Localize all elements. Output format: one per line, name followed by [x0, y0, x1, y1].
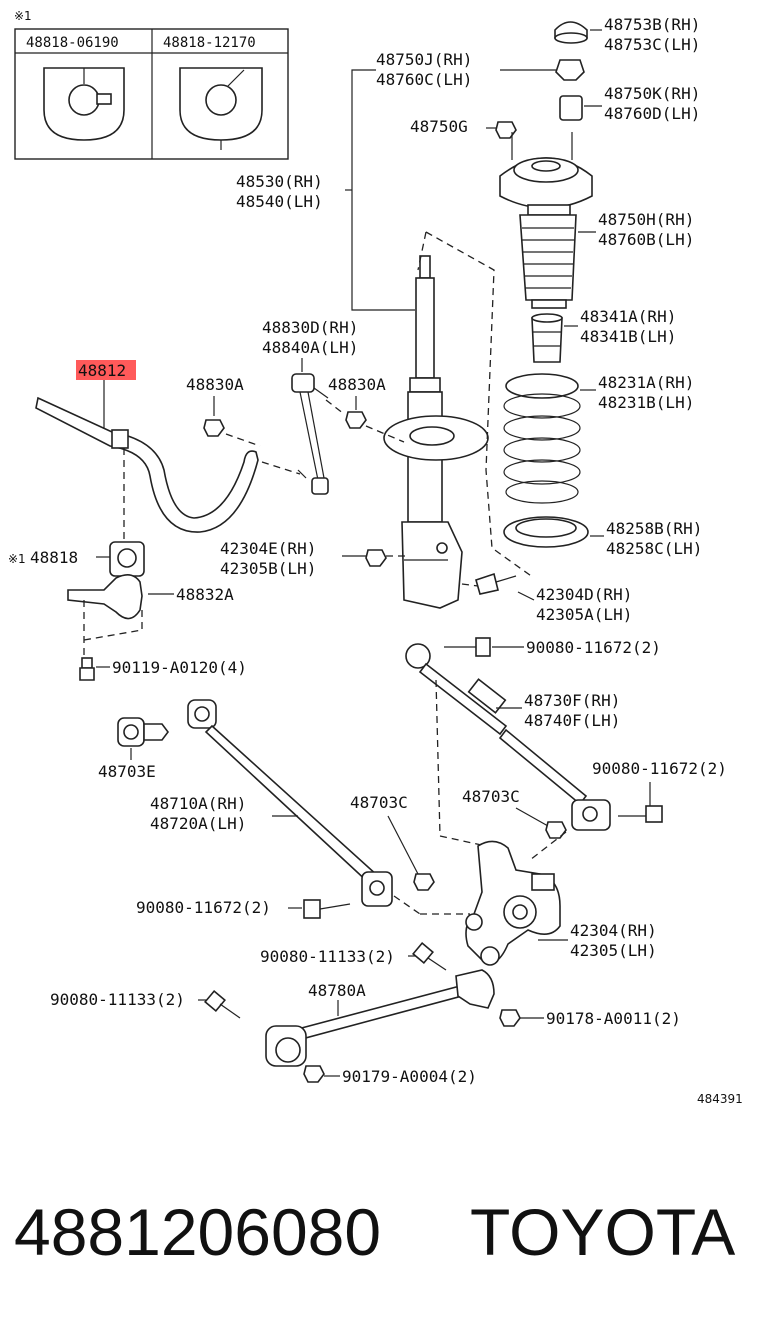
stabilizer-bushing	[109, 541, 145, 577]
dust-boot	[519, 204, 577, 309]
lower-arm-nut	[413, 873, 435, 891]
label-48830a-right: 48830A	[328, 375, 386, 394]
label-48750j: 48750J(RH)	[376, 50, 472, 69]
label-48231a: 48231A(RH)	[598, 373, 694, 392]
bushing-48703e	[117, 717, 169, 747]
upper-bushing	[559, 95, 583, 121]
label-48710a: 48710A(RH)	[150, 794, 246, 813]
label-48760c: 48760C(LH)	[376, 70, 472, 89]
label-48341b: 48341B(LH)	[580, 327, 676, 346]
shock-absorber	[383, 255, 489, 609]
label-42304d: 42304D(RH)	[536, 585, 632, 604]
label-42304e: 42304E(RH)	[220, 539, 316, 558]
footer-part-number: 4881206080	[14, 1195, 381, 1269]
toe-arm-nut	[545, 821, 567, 839]
inset-note-mark: ※1	[14, 9, 32, 23]
label-48720a: 48720A(LH)	[150, 814, 246, 833]
spring-insulator	[503, 516, 589, 548]
label-48753b: 48753B(RH)	[604, 15, 700, 34]
diagram-id: 484391	[697, 1092, 743, 1106]
label-42305b: 42305B(LH)	[220, 559, 316, 578]
bracket-bolt	[79, 657, 95, 681]
link-nut-left	[203, 419, 225, 437]
bushing-bracket	[67, 574, 143, 620]
bushing-variant-1	[43, 67, 125, 141]
label-90080-11672-a: 90080-11672(2)	[526, 638, 661, 657]
inset-part-1: 48818-06190	[26, 35, 119, 51]
strut-bolt-lower	[475, 572, 517, 595]
knuckle-bolt	[412, 942, 447, 971]
label-48750k: 48750K(RH)	[604, 84, 700, 103]
mount-nut	[495, 121, 517, 139]
label-42305: 42305(LH)	[570, 941, 657, 960]
strut-nut	[555, 59, 585, 81]
label-90080-11133-b: 90080-11133(2)	[50, 990, 185, 1009]
label-90080-11672-c: 90080-11672(2)	[136, 898, 271, 917]
label-90080-11133-a: 90080-11133(2)	[260, 947, 395, 966]
label-48750h: 48750H(RH)	[598, 210, 694, 229]
strut-cap	[554, 21, 588, 44]
label-48703c-right: 48703C	[462, 787, 520, 806]
label-48818: 48818	[30, 548, 78, 567]
upper-mount	[499, 132, 593, 209]
lateral-arm-nut-right	[499, 1009, 521, 1027]
label-90119: 90119-A0120(4)	[112, 658, 247, 677]
label-48258c: 48258C(LH)	[606, 539, 702, 558]
label-90178: 90178-A0011(2)	[546, 1009, 681, 1028]
label-48750g: 48750G	[410, 117, 468, 136]
lower-control-arm	[187, 699, 393, 907]
footer-brand: TOYOTA	[470, 1195, 735, 1269]
label-48818-mark: ※1	[8, 552, 26, 566]
lateral-arm-nut-left	[303, 1065, 325, 1083]
label-48540: 48540(LH)	[236, 192, 323, 211]
strut-nut-lower	[365, 549, 387, 567]
toe-control-arm	[405, 643, 611, 831]
label-48258b: 48258B(RH)	[606, 519, 702, 538]
label-42304: 42304(RH)	[570, 921, 657, 940]
inset-box: ※1 48818-06190 48818-12170	[14, 9, 289, 160]
label-48703c-left: 48703C	[350, 793, 408, 812]
bushing-variant-2	[179, 67, 263, 150]
label-90080-11672-b: 90080-11672(2)	[592, 759, 727, 778]
label-48812: 48812	[78, 361, 126, 380]
label-48341a: 48341A(RH)	[580, 307, 676, 326]
lateral-arm-bolt	[204, 990, 241, 1019]
lower-arm-bolt	[303, 899, 351, 919]
label-42305a: 42305A(LH)	[536, 605, 632, 624]
lateral-arm	[265, 969, 495, 1067]
stabilizer-bar	[35, 396, 259, 533]
label-90179: 90179-A0004(2)	[342, 1067, 477, 1086]
label-48703e: 48703E	[98, 762, 156, 781]
label-48231b: 48231B(LH)	[598, 393, 694, 412]
stabilizer-link	[291, 373, 329, 495]
label-48780a: 48780A	[308, 981, 366, 1000]
label-48740f: 48740F(LH)	[524, 711, 620, 730]
rear-knuckle	[465, 840, 561, 966]
label-48753c: 48753C(LH)	[604, 35, 700, 54]
label-48730f: 48730F(RH)	[524, 691, 620, 710]
highlight-48812	[76, 360, 136, 380]
coil-spring	[503, 373, 581, 504]
label-48530: 48530(RH)	[236, 172, 323, 191]
label-48760b: 48760B(LH)	[598, 230, 694, 249]
toe-arm-bolt-lower	[618, 805, 663, 823]
label-48760d: 48760D(LH)	[604, 104, 700, 123]
label-48840a: 48840A(LH)	[262, 338, 358, 357]
bump-stop	[531, 313, 563, 363]
toe-arm-bolt-upper	[444, 637, 491, 657]
link-nut-right	[345, 411, 367, 429]
label-48830a-left: 48830A	[186, 375, 244, 394]
inset-part-2: 48818-12170	[163, 35, 256, 51]
label-48832a: 48832A	[176, 585, 234, 604]
label-48830d: 48830D(RH)	[262, 318, 358, 337]
